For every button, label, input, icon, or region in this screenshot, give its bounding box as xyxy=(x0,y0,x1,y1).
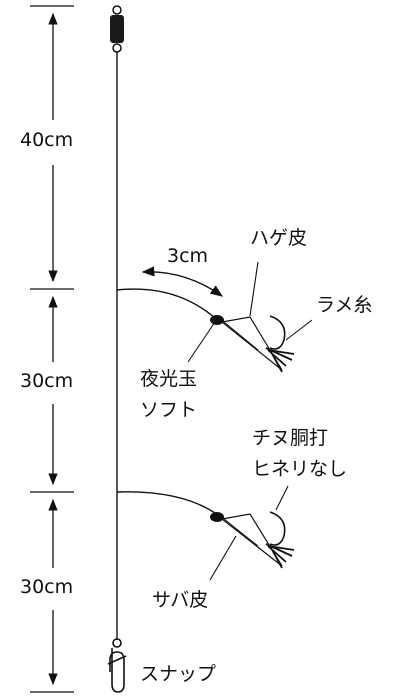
branch-upper xyxy=(116,261,313,373)
glow-bead-label-1: 夜光玉 xyxy=(140,368,198,390)
glow-bead-lower xyxy=(210,512,224,522)
lame-thread-lower xyxy=(265,543,295,569)
hook-lower xyxy=(269,511,286,546)
lame-thread-label: ラメ糸 xyxy=(316,294,373,316)
lure-skin-upper xyxy=(220,316,283,371)
snap xyxy=(107,638,127,693)
glow-bead-label-2: ソフト xyxy=(140,399,198,421)
branch-lower xyxy=(116,485,295,581)
snap-label: スナップ xyxy=(140,663,217,685)
hook-upper xyxy=(269,315,286,350)
hook-label-1: チヌ胴打 xyxy=(252,427,329,449)
lame-thread-upper xyxy=(265,347,295,373)
dim-label-bottom: 30cm xyxy=(20,576,74,598)
branch-length-label: 3cm xyxy=(167,245,209,267)
dim-label-middle: 30cm xyxy=(20,370,74,392)
dim-label-top: 40cm xyxy=(20,129,74,151)
hook-label-2: ヒネリなし xyxy=(252,458,348,480)
branch-length-arrow xyxy=(141,266,224,297)
lure-skin-lower xyxy=(220,513,283,567)
glow-bead-upper xyxy=(210,315,224,325)
swivel xyxy=(110,5,124,53)
hage-skin-label: ハゲ皮 xyxy=(250,227,308,249)
dimension-guides xyxy=(30,5,74,693)
mackerel-skin-label: サバ皮 xyxy=(152,589,209,611)
